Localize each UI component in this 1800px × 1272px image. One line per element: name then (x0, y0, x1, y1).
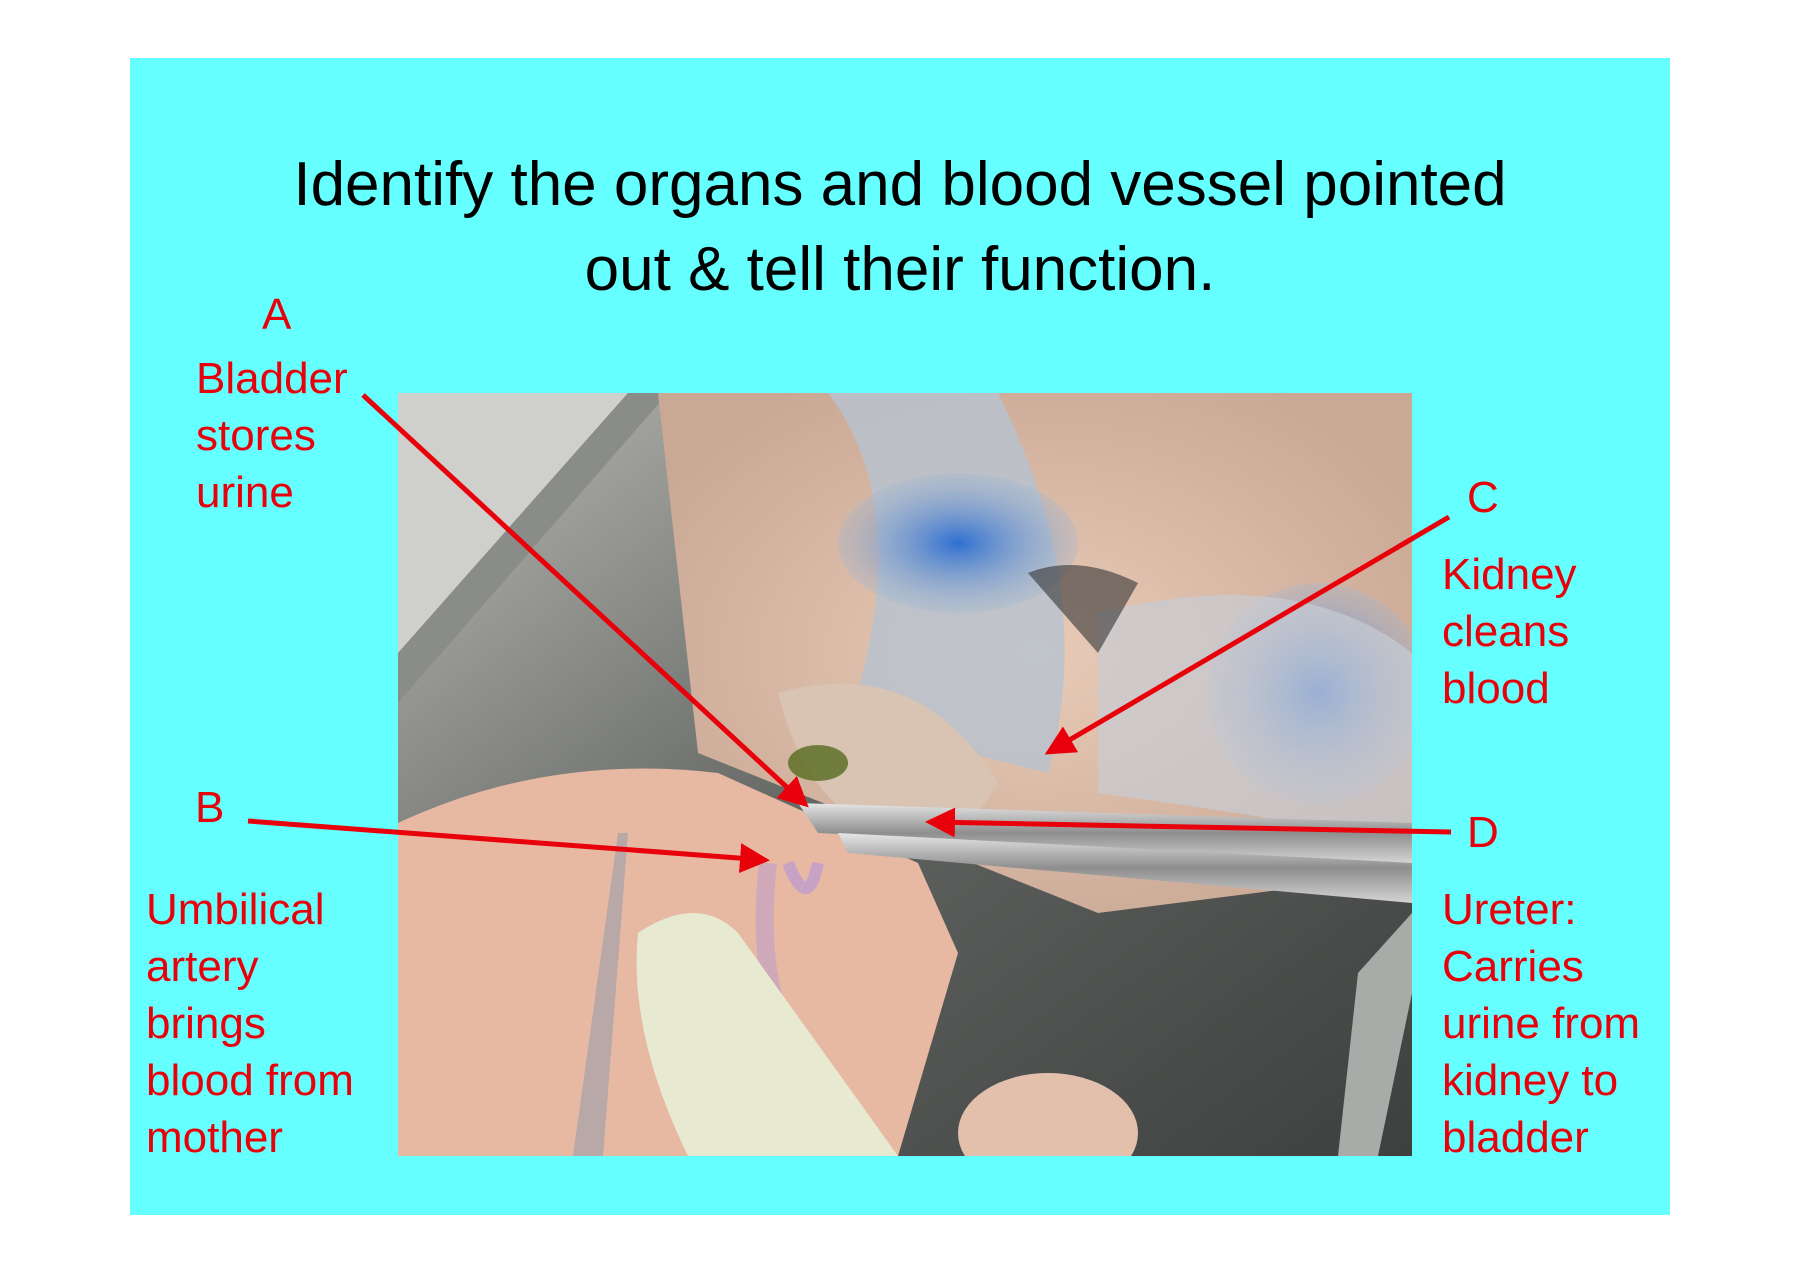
label-line: blood from (146, 1056, 354, 1105)
slide-title-line1: Identify the organs and blood vessel poi… (293, 150, 1507, 219)
label-line: urine (196, 468, 294, 517)
dissection-photo (398, 393, 1412, 1156)
label-line: artery (146, 942, 259, 991)
label-line: bladder (1442, 1113, 1589, 1162)
label-d-letter: D (1467, 808, 1499, 857)
label-c-description: Kidney cleans blood (1442, 546, 1577, 717)
label-a-description: Bladder stores urine (196, 350, 348, 521)
label-line: brings (146, 999, 266, 1048)
label-line: Carries (1442, 942, 1584, 991)
label-line: Bladder (196, 354, 348, 403)
slide-title-line2: out & tell their function. (584, 235, 1216, 304)
label-line: Ureter: (1442, 885, 1577, 934)
label-line: stores (196, 411, 316, 460)
label-b-description: Umbilical artery brings blood from mothe… (146, 881, 354, 1166)
label-line: cleans (1442, 607, 1570, 656)
label-line: kidney to (1442, 1056, 1619, 1105)
label-line: blood (1442, 664, 1550, 713)
label-d-description: Ureter: Carries urine from kidney to bla… (1442, 881, 1640, 1166)
label-line: Umbilical (146, 885, 325, 934)
label-c-letter: C (1467, 473, 1499, 522)
label-line: mother (146, 1113, 283, 1162)
label-line: urine from (1442, 999, 1641, 1048)
label-a-letter: A (262, 290, 292, 339)
label-line: Kidney (1442, 550, 1577, 599)
label-b-letter: B (195, 783, 225, 832)
